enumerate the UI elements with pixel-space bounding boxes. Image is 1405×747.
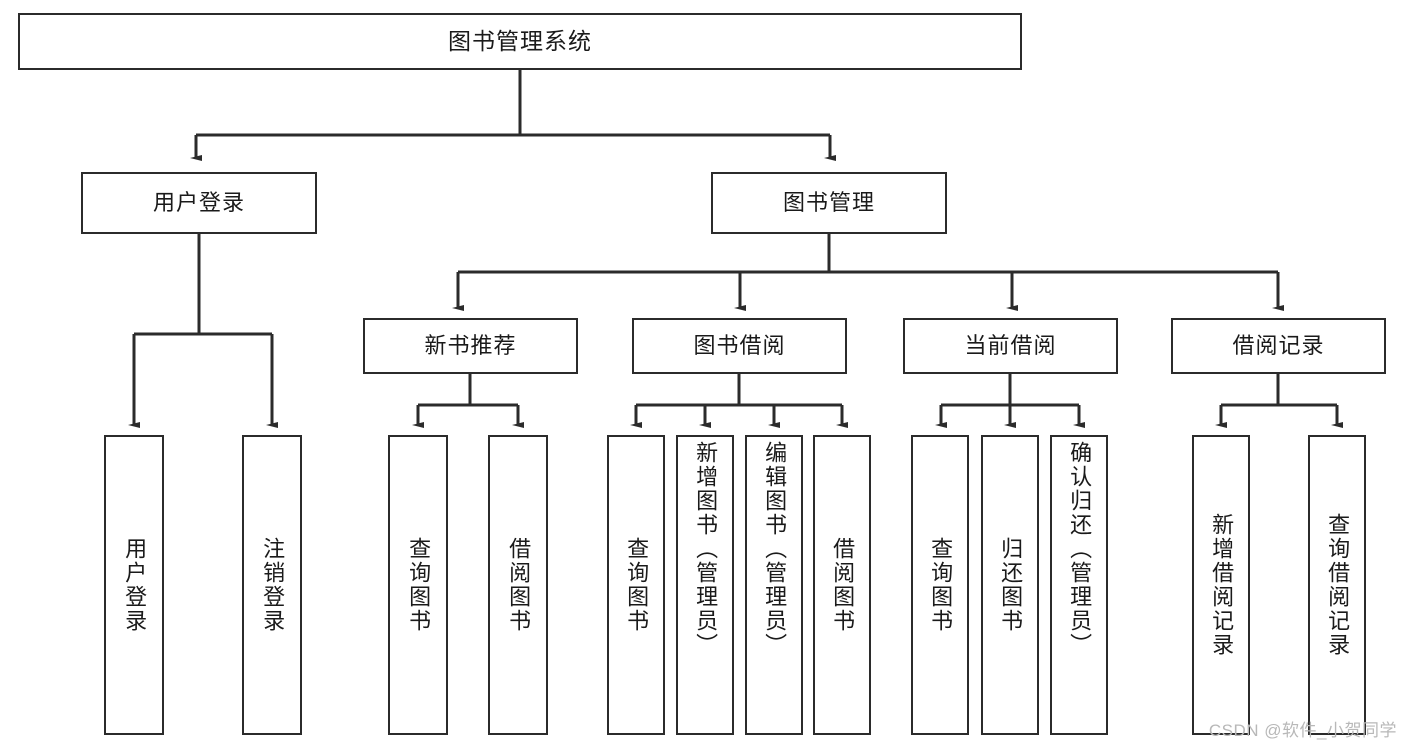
- leaf-query-book-1[interactable]: 查询图书: [388, 435, 448, 735]
- leaf-confirm-return-label: 确认归还（管理员）: [1067, 441, 1093, 657]
- leaf-borrow-book-2[interactable]: 借阅图书: [813, 435, 871, 735]
- leaf-add-book-label: 新增图书（管理员）: [693, 441, 719, 657]
- leaf-borrow-book-1[interactable]: 借阅图书: [488, 435, 548, 735]
- leaf-edit-book[interactable]: 编辑图书（管理员）: [745, 435, 803, 735]
- leaf-query-record-label: 查询借阅记录: [1325, 513, 1351, 657]
- leaf-add-record-label: 新增借阅记录: [1209, 513, 1235, 657]
- leaf-borrow-book-1-label: 借阅图书: [506, 537, 532, 633]
- node-current-borrow[interactable]: 当前借阅: [903, 318, 1118, 374]
- node-new-book-rec[interactable]: 新书推荐: [363, 318, 578, 374]
- node-book-borrow[interactable]: 图书借阅: [632, 318, 847, 374]
- watermark: CSDN @软件_小贺同学: [1208, 721, 1397, 740]
- leaf-query-record[interactable]: 查询借阅记录: [1308, 435, 1366, 735]
- leaf-edit-book-label: 编辑图书（管理员）: [762, 441, 788, 657]
- leaf-user-login[interactable]: 用户登录: [104, 435, 164, 735]
- node-book-manage-label: 图书管理: [782, 190, 875, 216]
- leaf-query-book-3[interactable]: 查询图书: [911, 435, 969, 735]
- leaf-return-book-label: 归还图书: [998, 537, 1024, 633]
- node-current-borrow-label: 当前借阅: [964, 333, 1057, 359]
- node-user-login-label: 用户登录: [152, 190, 245, 216]
- node-root[interactable]: 图书管理系统: [18, 13, 1022, 70]
- node-borrow-record-label: 借阅记录: [1232, 333, 1325, 359]
- leaf-user-login-label: 用户登录: [122, 537, 148, 633]
- leaf-logout-label: 注销登录: [260, 537, 286, 633]
- leaf-return-book[interactable]: 归还图书: [981, 435, 1039, 735]
- leaf-query-book-2[interactable]: 查询图书: [607, 435, 665, 735]
- leaf-query-book-3-label: 查询图书: [928, 537, 954, 633]
- leaf-logout[interactable]: 注销登录: [242, 435, 302, 735]
- leaf-borrow-book-2-label: 借阅图书: [830, 537, 856, 633]
- node-user-login[interactable]: 用户登录: [81, 172, 317, 234]
- node-borrow-record[interactable]: 借阅记录: [1171, 318, 1386, 374]
- node-root-label: 图书管理系统: [448, 28, 592, 55]
- leaf-query-book-2-label: 查询图书: [624, 537, 650, 633]
- node-new-book-rec-label: 新书推荐: [424, 333, 517, 359]
- leaf-confirm-return[interactable]: 确认归还（管理员）: [1050, 435, 1108, 735]
- node-book-borrow-label: 图书借阅: [693, 333, 786, 359]
- leaf-add-record[interactable]: 新增借阅记录: [1192, 435, 1250, 735]
- leaf-query-book-1-label: 查询图书: [406, 537, 432, 633]
- leaf-add-book[interactable]: 新增图书（管理员）: [676, 435, 734, 735]
- node-book-manage[interactable]: 图书管理: [711, 172, 947, 234]
